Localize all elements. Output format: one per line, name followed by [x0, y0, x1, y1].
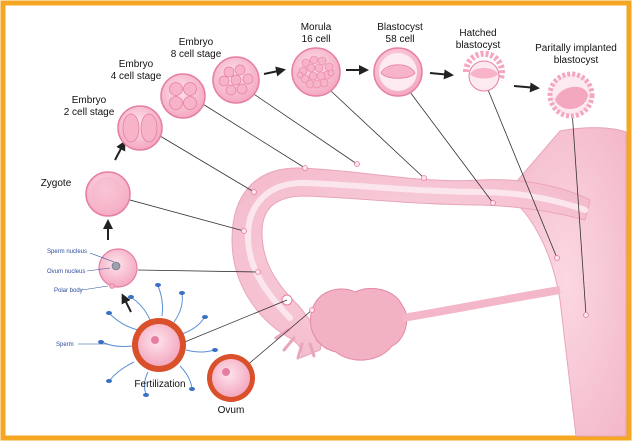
ovum-cell [207, 354, 255, 402]
label-embryo-8-line2: 8 cell stage [171, 49, 222, 60]
arrow-hatched-to-implanted [514, 86, 537, 88]
arrow-zygote-to-2cell [115, 143, 124, 160]
label-hatched-line1: Hatched [459, 28, 496, 39]
label-fertilization: Fertilization [134, 379, 185, 390]
embryo-2-cell [118, 106, 162, 150]
label-hatched-line2: blastocyst [456, 40, 501, 51]
label-zygote: Zygote [41, 178, 72, 189]
label-embryo-8-line1: Embryo [179, 37, 214, 48]
hatched-blastocyst-cell [466, 54, 502, 91]
arrow-blastocyst-to-hatched [430, 73, 451, 75]
arrow-8cell-to-morula [264, 70, 283, 74]
label-embryo-4-line2: 4 cell stage [111, 71, 162, 82]
implanted-blastocyst-cell [550, 74, 592, 116]
label-morula-line1: Morula [301, 22, 332, 33]
embryo-4-cell [161, 74, 205, 118]
label-ovum: Ovum [218, 405, 245, 416]
zygote-cell [86, 172, 130, 216]
label-polar-body: Polar body [54, 288, 83, 294]
label-ovum-nucleus: Ovum nucleus [47, 269, 85, 275]
embryo-8-cell [213, 57, 259, 103]
label-implanted-line1: Paritally implanted [535, 43, 617, 54]
label-embryo-2-line2: 2 cell stage [64, 107, 115, 118]
label-blastocyst-line2: 58 cell [386, 34, 415, 45]
label-embryo-4-line1: Embryo [119, 59, 154, 70]
label-sperm-nucleus: Sperm nucleus [47, 249, 87, 255]
morula-cell [292, 48, 340, 96]
label-morula-line2: 16 cell [302, 34, 331, 45]
label-embryo-2-line1: Embryo [72, 95, 107, 106]
label-blastocyst-line1: Blastocyst [377, 22, 423, 33]
blastocyst-cell [374, 48, 422, 96]
label-sperm: Sperm [56, 342, 74, 348]
label-implanted-line2: blastocyst [554, 55, 599, 66]
uterus-and-tube [232, 128, 626, 436]
